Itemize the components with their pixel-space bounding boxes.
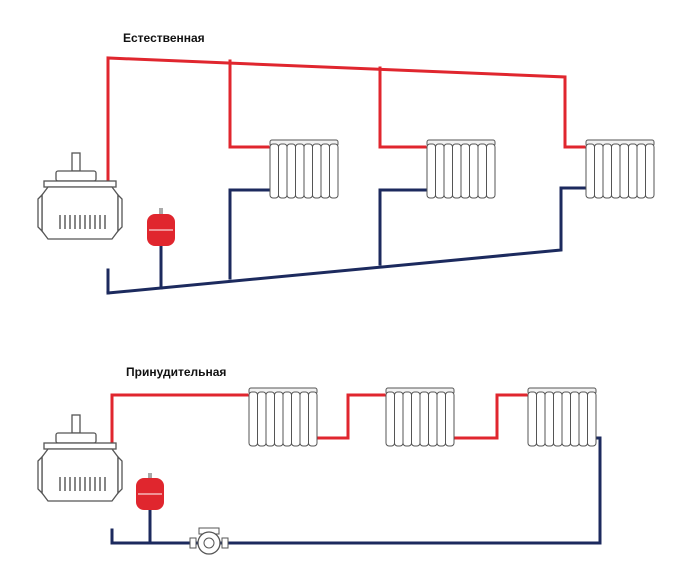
scheme-forced: Принудительная [37,365,602,555]
radiator-icon [269,139,339,199]
expansion-tank-icon [147,208,175,246]
expansion-tank-icon [136,473,164,510]
radiator-icon [426,139,496,199]
scheme-title-forced: Принудительная [126,365,226,379]
circulation-pump-icon [189,527,229,555]
scheme-title-natural: Естественная [123,31,205,45]
radiator-icon [527,387,597,447]
boiler-icon [37,414,123,502]
radiator-icon [248,387,318,447]
return-pipe-forced [110,436,602,545]
return-pipe-natural [106,186,586,295]
supply-pipe-forced [110,393,528,452]
radiator-icon [385,387,455,447]
scheme-natural: Естественная [37,31,655,295]
radiator-icon [585,139,655,199]
supply-pipe-natural [106,56,586,197]
